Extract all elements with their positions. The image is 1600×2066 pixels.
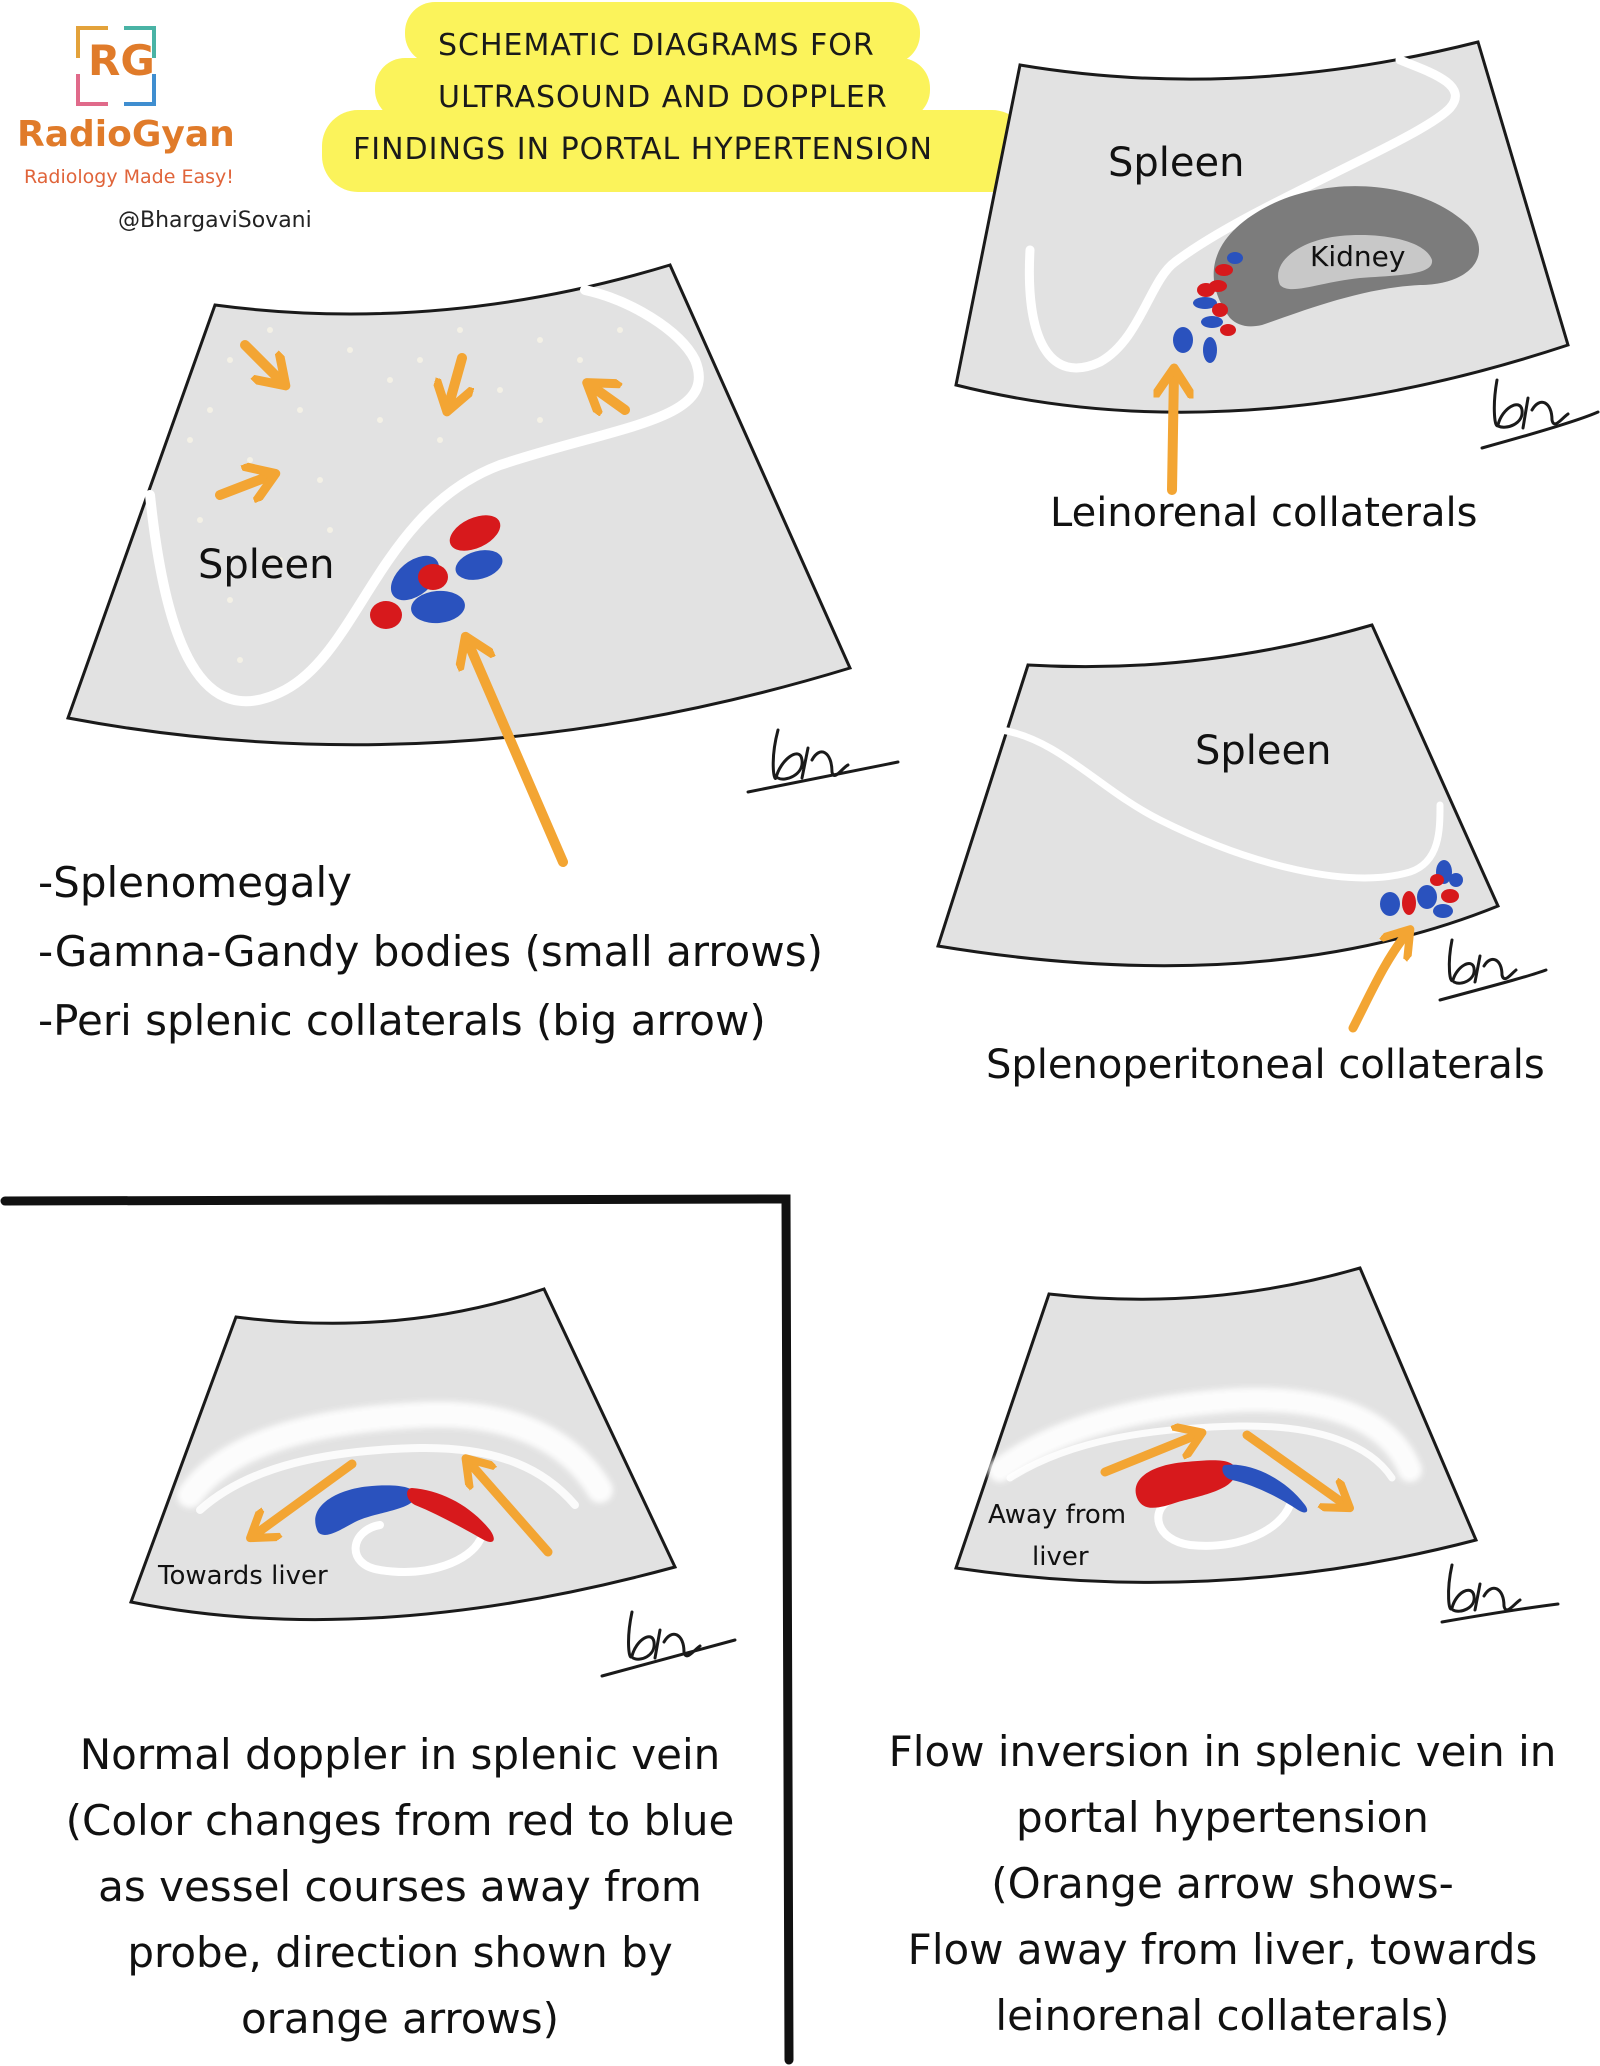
spleen-outline: [998, 726, 1444, 882]
caption-line: leinorenal collaterals): [995, 1991, 1450, 2040]
logo-monogram: RG: [88, 36, 155, 85]
splenic-vein-blue: [1222, 1464, 1308, 1513]
signature: [746, 728, 900, 794]
signature: [600, 1610, 737, 1678]
leinorenal-collaterals: [1173, 252, 1243, 363]
kidney-label: Kidney: [1310, 240, 1406, 273]
splenic-vein-red: [407, 1488, 494, 1542]
logo-mark: [76, 26, 156, 106]
normal-doppler-caption: Normal doppler in splenic vein (Color ch…: [20, 1722, 780, 2052]
arrow: [1172, 372, 1174, 495]
caption-line: (Orange arrow shows-: [991, 1859, 1454, 1908]
splenic-vein-blue: [315, 1485, 416, 1535]
chalk-band: [177, 1401, 613, 1508]
kidney-sinus: [1278, 235, 1433, 290]
panel-splenomegaly: [65, 263, 900, 867]
title-line-2: ULTRASOUND AND DOPPLER: [438, 80, 888, 115]
title-highlight: [322, 2, 1028, 192]
panel-normal-doppler: [128, 1287, 737, 1678]
caption-line: probe, direction shown by: [127, 1928, 673, 1977]
caption-line: (Color changes from red to blue: [65, 1796, 735, 1845]
splenoperitoneal-collaterals: [1380, 860, 1463, 918]
spleen-label: Spleen: [198, 542, 335, 588]
ultrasound-field: [65, 263, 853, 747]
spleen-outline: [1024, 55, 1460, 373]
finding-splenomegaly: -Splenomegaly: [38, 858, 352, 907]
signature: [1438, 938, 1548, 1002]
spleen-label: Spleen: [1195, 728, 1332, 774]
section-divider: [0, 1194, 794, 2065]
small-arrows: [215, 340, 630, 495]
arrow: [1348, 932, 1408, 1033]
flow-arrow-right: [1242, 1430, 1347, 1506]
author-handle: @BhargaviSovani: [118, 208, 312, 233]
logo-name: RadioGyan: [17, 114, 235, 155]
finding-perisplenic: -Peri splenic collaterals (big arrow): [38, 996, 766, 1045]
flow-arrow-left: [1100, 1434, 1199, 1477]
leinorenal-caption: Leinorenal collaterals: [1050, 490, 1478, 536]
white-loop: [351, 1521, 484, 1576]
finding-gamna-gandy: -Gamna-Gandy bodies (small arrows): [38, 927, 823, 976]
panel-leinorenal: [954, 40, 1600, 495]
flow-inversion-caption: Flow inversion in splenic vein in portal…: [850, 1719, 1595, 2049]
logo-tagline: Radiology Made Easy!: [24, 166, 234, 188]
panel-splenoperitoneal: [936, 623, 1548, 1033]
perisplenic-collaterals: [370, 515, 503, 629]
caption-line: Flow inversion in splenic vein in: [888, 1727, 1557, 1776]
caption-line: Normal doppler in splenic vein: [79, 1730, 721, 1779]
caption-line: portal hypertension: [1016, 1793, 1429, 1842]
away-from-liver-label-2: liver: [1032, 1542, 1089, 1572]
flow-arrow-left: [253, 1459, 357, 1536]
big-arrow: [467, 640, 568, 867]
splenic-vein-red: [1135, 1460, 1236, 1508]
caption-line: orange arrows): [240, 1994, 560, 2043]
caption-line: Flow away from liver, towards: [907, 1925, 1538, 1974]
panel-flow-inversion: [954, 1266, 1560, 1624]
white-loop: [1154, 1496, 1294, 1550]
title-line-3: FINDINGS IN PORTAL HYPERTENSION: [353, 132, 933, 167]
chalk-band: [988, 1387, 1422, 1482]
spleen-outline: [145, 285, 704, 707]
title-line-1: SCHEMATIC DIAGRAMS FOR: [438, 28, 875, 63]
splenoperitoneal-caption: Splenoperitoneal collaterals: [986, 1042, 1545, 1088]
signature: [1440, 1563, 1560, 1624]
flow-arrow-right: [468, 1461, 553, 1557]
spleen-label: Spleen: [1108, 140, 1245, 186]
caption-line: as vessel courses away from: [98, 1862, 702, 1911]
signature: [1480, 378, 1600, 450]
towards-liver-label: Towards liver: [158, 1561, 328, 1591]
away-from-liver-label: Away from: [988, 1500, 1127, 1530]
ultrasound-field: [936, 623, 1501, 968]
